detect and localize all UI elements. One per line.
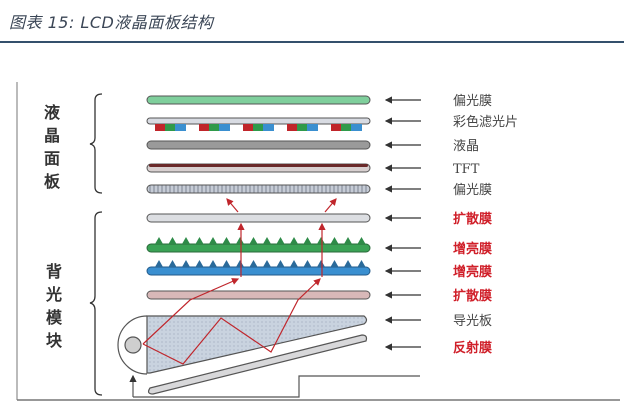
reflector-pointer-line	[133, 375, 420, 398]
layer-label: 反射膜	[453, 340, 492, 356]
lamp-icon	[124, 336, 142, 354]
prism-tooth	[155, 260, 163, 267]
diffuser-top-layer	[146, 213, 371, 223]
prism-tooth	[249, 237, 258, 244]
layer-label: 扩散膜	[453, 288, 492, 304]
polarizer-top-layer	[146, 95, 371, 105]
diffuser-bottom-layer	[146, 290, 371, 300]
reflector-film	[147, 334, 368, 395]
prism-tooth	[317, 260, 325, 267]
prism-tooth	[222, 260, 231, 267]
prism-tooth	[276, 260, 285, 267]
prism-tooth	[290, 237, 298, 244]
tft-layer-top	[149, 164, 368, 167]
prism-teeth	[155, 237, 366, 267]
prism-tooth	[168, 237, 177, 244]
group-label-panel: 液 晶 面 板	[44, 103, 61, 191]
prism-tooth	[195, 237, 204, 244]
prism-tooth	[330, 237, 339, 244]
liquid-crystal-layer	[146, 140, 371, 150]
prism-tooth	[357, 260, 366, 267]
prism-tooth	[276, 237, 285, 244]
rgb-filter-blocks	[155, 124, 362, 131]
prism-tooth	[236, 260, 244, 267]
prism-tooth	[344, 260, 352, 267]
bracket-backlight	[89, 211, 103, 396]
prism-tooth	[303, 260, 312, 267]
layer-label: 液晶	[453, 139, 479, 154]
prism-tooth	[182, 237, 190, 244]
layer-label: 偏光膜	[453, 94, 492, 109]
polarizer-bottom-layer	[146, 184, 371, 194]
prism-tooth	[249, 260, 258, 267]
prism-tooth	[330, 260, 339, 267]
layer-label: TFT	[453, 162, 480, 177]
prism-tooth	[317, 237, 325, 244]
prism-tooth	[290, 260, 298, 267]
prism-tooth	[209, 237, 217, 244]
prism-tooth	[182, 260, 190, 267]
layer-label: 扩散膜	[453, 211, 492, 227]
prism-tooth	[263, 237, 271, 244]
prism-tooth	[155, 237, 163, 244]
prism-tooth	[344, 237, 352, 244]
prism-tooth	[222, 237, 231, 244]
group-label-backlight: 背光模块	[43, 263, 62, 355]
layer-label: 增亮膜	[453, 241, 492, 257]
prism-tooth	[357, 237, 366, 244]
svg-text:面: 面	[44, 149, 60, 168]
brightness-film-top-layer	[146, 243, 371, 253]
layer-label: 导光板	[453, 314, 492, 329]
svg-text:液: 液	[44, 103, 61, 122]
layer-label: 增亮膜	[453, 264, 492, 280]
title-divider	[0, 41, 624, 43]
prism-tooth	[236, 237, 244, 244]
prism-tooth	[195, 260, 204, 267]
prism-tooth	[168, 260, 177, 267]
prism-tooth	[303, 237, 312, 244]
svg-text:晶: 晶	[44, 126, 60, 145]
light-guide-plate	[146, 315, 368, 374]
light-rays	[142, 198, 337, 365]
lamp-housing	[117, 315, 148, 375]
layer-label: 彩色滤光片	[453, 114, 518, 130]
color-filter-layer	[146, 117, 371, 125]
prism-tooth	[263, 260, 271, 267]
layer-label: 偏光膜	[453, 183, 492, 198]
brightness-film-bottom-layer	[146, 266, 371, 276]
svg-text:板: 板	[44, 172, 61, 191]
prism-tooth	[209, 260, 217, 267]
bracket-panel	[89, 93, 103, 194]
figure-title: 图表 15: LCD液晶面板结构	[9, 13, 214, 32]
